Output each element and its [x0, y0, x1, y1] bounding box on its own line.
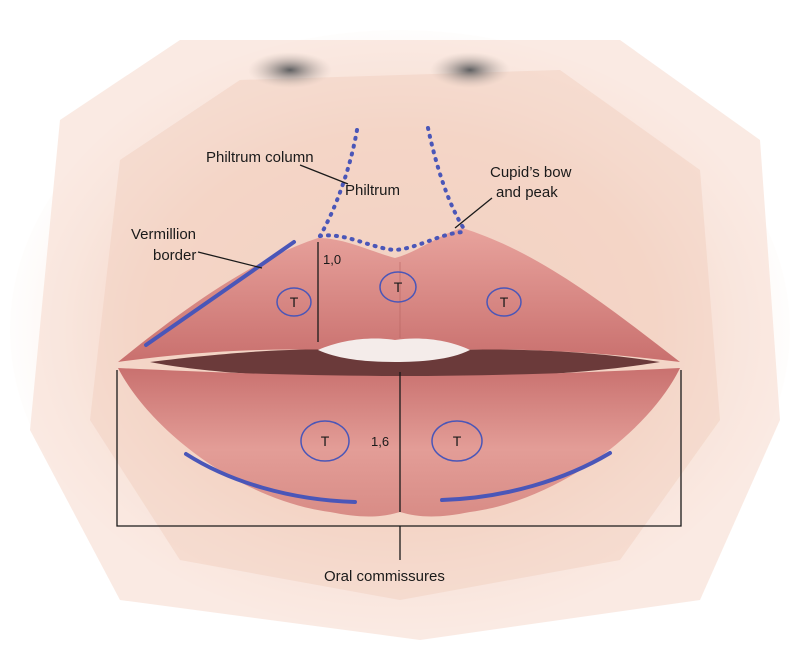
lower-lip-height-value: 1,6	[371, 434, 389, 449]
t-marker-upper-center-text: T	[394, 279, 403, 295]
lower-lip-curve-left	[184, 452, 357, 504]
nose	[248, 52, 510, 88]
vermillion-pointer	[197, 251, 263, 269]
vermillion-border-line	[144, 240, 296, 347]
upper-lip-height-value: 1,0	[323, 252, 341, 267]
philtrum-column-label: Philtrum column	[206, 149, 314, 166]
t-marker-upper-right-text: T	[500, 294, 509, 310]
labels: Philtrum column Philtrum Cupid’s bow and…	[131, 149, 572, 585]
t-marker-lower-left	[300, 420, 350, 462]
teeth	[318, 338, 470, 362]
cupids-bow-dotted	[318, 230, 468, 253]
philtrum-column-right-dotted	[426, 126, 468, 234]
philtrum-column-pointer	[299, 164, 349, 185]
lower-lip	[118, 368, 680, 517]
t-marker-upper-left-text: T	[290, 294, 299, 310]
left-nostril	[248, 52, 332, 88]
t-marker-lower-right-text: T	[453, 433, 462, 449]
philtrum-column-left-dotted	[318, 128, 359, 238]
vermillion-label-line2: border	[153, 247, 196, 264]
t-marker-upper-right	[486, 287, 522, 317]
vermillion-label-line1: Vermillion	[131, 226, 196, 243]
lower-lip-curve-right	[440, 451, 612, 502]
right-nostril	[430, 52, 510, 88]
lips	[118, 228, 680, 517]
philtrum-label: Philtrum	[345, 182, 400, 199]
cupids-bow-label-line1: Cupid’s bow	[490, 164, 572, 181]
t-marker-lower-left-text: T	[321, 433, 330, 449]
upper-lip	[118, 228, 680, 362]
oral-commissures-label: Oral commissures	[324, 568, 445, 585]
cupids-bow-label-line2: and peak	[496, 184, 558, 201]
t-marker-lower-right	[431, 420, 483, 462]
cupids-bow-pointer	[454, 197, 493, 229]
annotations-blue	[144, 126, 612, 504]
annotations-black	[116, 164, 682, 560]
t-marker-upper-left	[276, 287, 312, 317]
t-marker-upper-center	[379, 271, 417, 303]
commissure-bracket	[116, 370, 682, 527]
